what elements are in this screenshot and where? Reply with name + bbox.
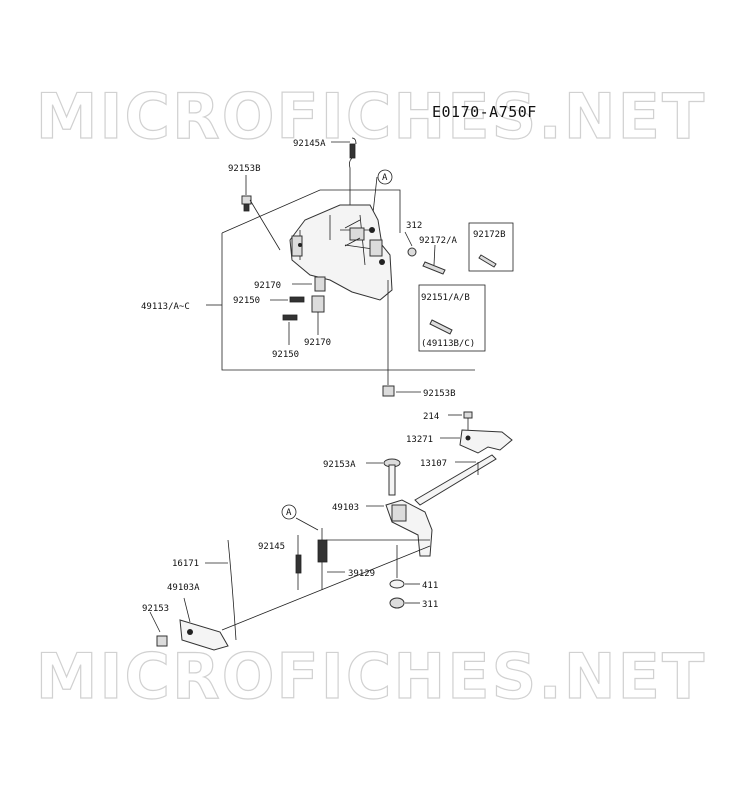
label-92150-a: 92150 [233,296,260,306]
svg-text:A: A [382,173,388,183]
governor-bracket [289,204,393,301]
label-49103: 49103 [332,503,359,513]
box-92172b [468,222,514,272]
label-411: 411 [422,581,438,591]
plate-49103a [179,597,229,651]
assembly-bracket-line [221,233,400,371]
label-49113bc: (49113B/C) [421,339,475,349]
clip-92170-b [311,295,325,335]
label-49113: 49113/A~C [141,302,190,312]
screw-92150-b [282,314,298,345]
label-13271: 13271 [406,435,433,445]
screw-92153b-bottom [382,280,421,397]
callout-a-bottom [281,504,297,520]
label-49103a: 49103A [167,583,200,593]
label-92145: 92145 [258,542,285,552]
diagram-code: E0170-A750F [432,103,537,121]
screw-92150-a [270,296,305,303]
nut-312 [404,231,417,257]
plate-13271 [440,429,513,454]
label-92170-b: 92170 [304,338,331,348]
label-92153: 92153 [142,604,169,614]
box-92151 [418,284,486,352]
label-92172a: 92172/A [419,236,458,246]
rod-16171 [205,539,237,641]
label-92151: 92151/A/B [421,293,470,303]
label-92153a: 92153A [323,460,356,470]
label-92153b-top: 92153B [228,164,261,174]
screw-214 [448,411,473,432]
label-92153b-bottom: 92153B [423,389,456,399]
label-92172b: 92172B [473,230,506,240]
spring-39129 [317,528,345,590]
label-39129: 39129 [348,569,375,579]
screw-92153 [149,611,168,647]
spring-92145a [331,137,357,215]
label-92170-a: 92170 [254,281,281,291]
bolt-92172a [422,244,446,275]
spring-92145 [295,535,302,590]
callout-a-top [377,169,393,185]
label-92150-b: 92150 [272,350,299,360]
label-311: 311 [422,600,438,610]
screw-92153b-top [241,175,281,251]
label-214: 214 [423,412,439,422]
svg-text:A: A [286,508,292,518]
label-13107: 13107 [420,459,447,469]
label-312: 312 [406,221,422,231]
bolt-92153a [366,458,401,496]
washer-411 [389,545,420,589]
shaft-13107 [414,454,497,506]
label-92145a: 92145A [293,139,326,149]
label-16171: 16171 [172,559,199,569]
arm-49103 [366,499,433,557]
clip-92170-a [292,276,326,292]
nut-311 [389,597,420,609]
